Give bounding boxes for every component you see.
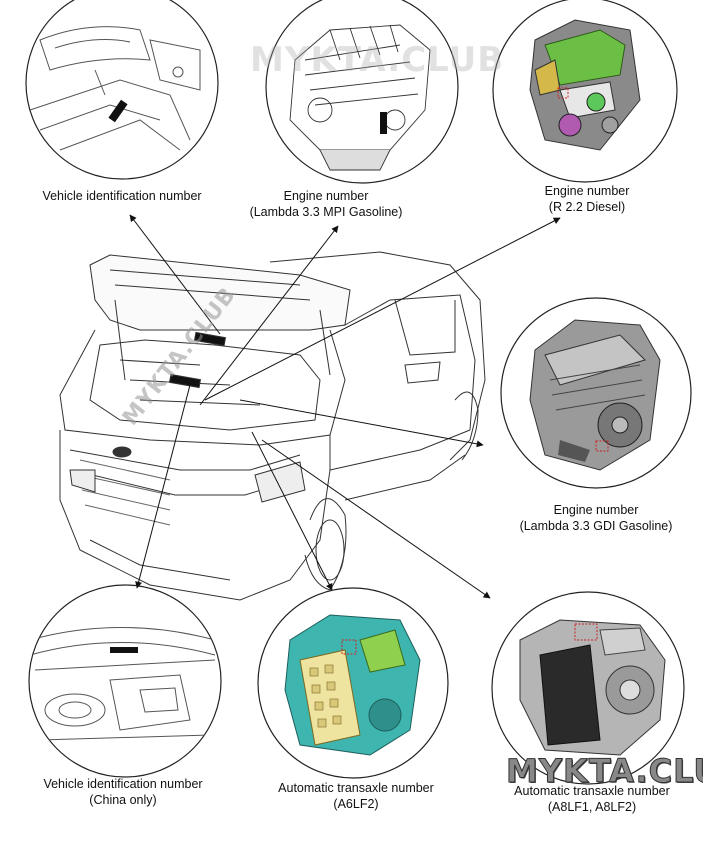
label-engine-diesel: Engine number (R 2.2 Diesel) (544, 184, 630, 214)
arrow-engine-diesel (204, 217, 561, 401)
label-engine-gdi: Engine number (Lambda 3.3 GDI Gasoline) (519, 503, 673, 533)
vin-china-marker (110, 647, 138, 653)
engine-mpi-marker (380, 112, 387, 134)
label-transaxle-a6: Automatic transaxle number (A6LF2) (278, 781, 434, 811)
arrow-vin-china (135, 384, 191, 589)
vin-china-detail-circle (28, 584, 222, 778)
arrow-vin-top (129, 214, 221, 335)
arrow-engine-mpi (199, 225, 339, 406)
pointer-arrows (129, 214, 561, 599)
engine-gdi-circle (500, 297, 692, 489)
arrow-transaxle-a6 (251, 431, 333, 591)
engine-diesel-circle (492, 0, 678, 183)
arrow-engine-gdi (239, 399, 484, 448)
label-engine-mpi: Engine number (Lambda 3.3 MPI Gasoline) (249, 189, 403, 219)
label-vin-china: Vehicle identification number (China onl… (43, 777, 203, 807)
transaxle-a8-circle (491, 591, 685, 785)
vin-detail-circle (25, 0, 219, 180)
watermark-bottom: MYKTA.CLUB (506, 752, 703, 791)
label-transaxle-a8: Automatic transaxle number (A8LF1, A8LF2… (514, 784, 670, 814)
vehicle-illustration (59, 251, 486, 601)
arrow-transaxle-a8 (261, 439, 491, 599)
engine-mpi-circle (265, 0, 459, 184)
label-vin-top: Vehicle identification number (42, 189, 202, 203)
vin-marker (108, 99, 128, 123)
transaxle-a6-circle (257, 587, 449, 779)
watermark-top: MYKTA.CLUB (250, 40, 505, 80)
